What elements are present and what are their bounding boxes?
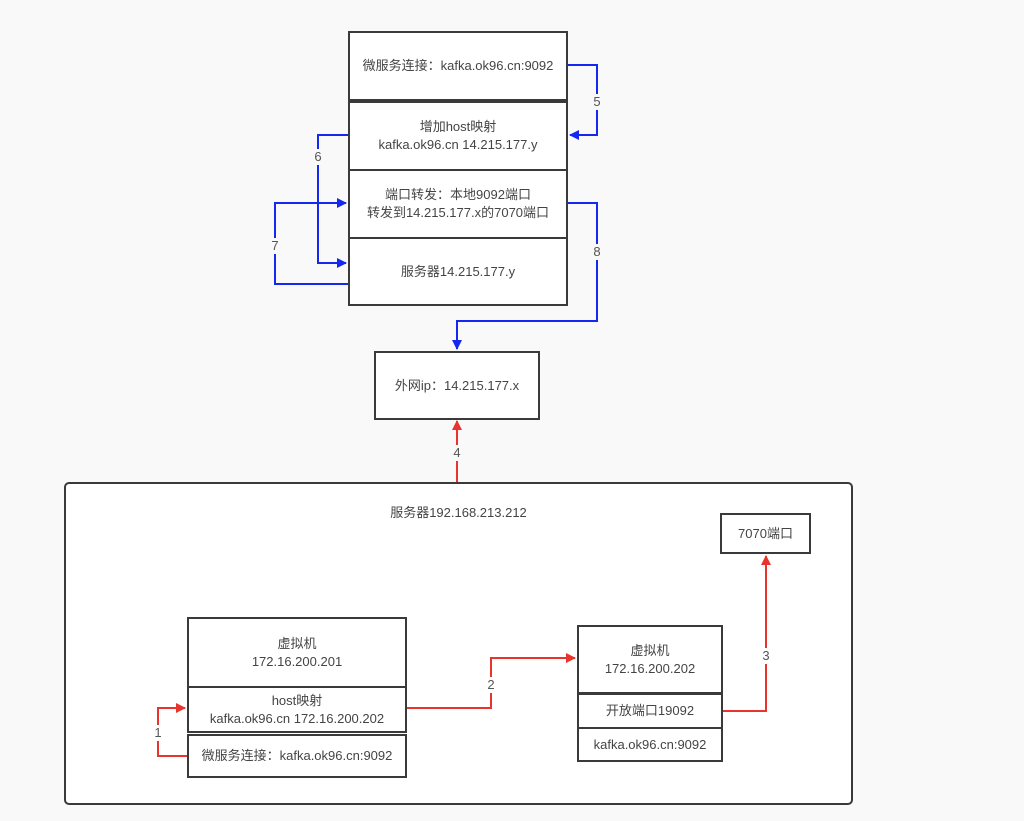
arrow-3 — [723, 555, 771, 712]
arrow-1 — [157, 703, 187, 757]
vm1-host-mapping-box[interactable]: host映射 kafka.ok96.cn 172.16.200.202 — [187, 686, 407, 733]
step-label-2: 2 — [487, 677, 495, 693]
step-label-7: 7 — [271, 238, 279, 254]
arrow-7 — [274, 198, 348, 285]
server-container-title: 服务器192.168.213.212 — [390, 505, 527, 520]
public-ip-box[interactable]: 外网ip：14.215.177.x — [374, 351, 540, 420]
top-port-forward-box[interactable]: 端口转发：本地9092端口 转发到14.215.177.x的7070端口 — [348, 169, 568, 239]
step-label-4: 4 — [453, 445, 461, 461]
step-label-3: 3 — [762, 648, 770, 664]
vm1-title-box[interactable]: 虚拟机 172.16.200.201 — [187, 617, 407, 688]
vm2-title-box[interactable]: 虚拟机 172.16.200.202 — [577, 625, 723, 694]
step-label-8: 8 — [593, 244, 601, 260]
vm2-kafka-box[interactable]: kafka.ok96.cn:9092 — [577, 727, 723, 762]
top-server-box[interactable]: 服务器14.215.177.y — [348, 237, 568, 306]
step-label-1: 1 — [154, 725, 162, 741]
arrow-6 — [317, 134, 348, 268]
top-host-mapping-box[interactable]: 增加host映射 kafka.ok96.cn 14.215.177.y — [348, 101, 568, 171]
step-label-5: 5 — [593, 94, 601, 110]
top-microservice-box[interactable]: 微服务连接：kafka.ok96.cn:9092 — [348, 31, 568, 101]
vm2-open-port-box[interactable]: 开放端口19092 — [577, 693, 723, 729]
step-label-6: 6 — [314, 149, 322, 165]
vm1-microservice-box[interactable]: 微服务连接：kafka.ok96.cn:9092 — [187, 734, 407, 778]
arrow-8 — [452, 202, 598, 350]
port-7070-box[interactable]: 7070端口 — [720, 513, 811, 554]
